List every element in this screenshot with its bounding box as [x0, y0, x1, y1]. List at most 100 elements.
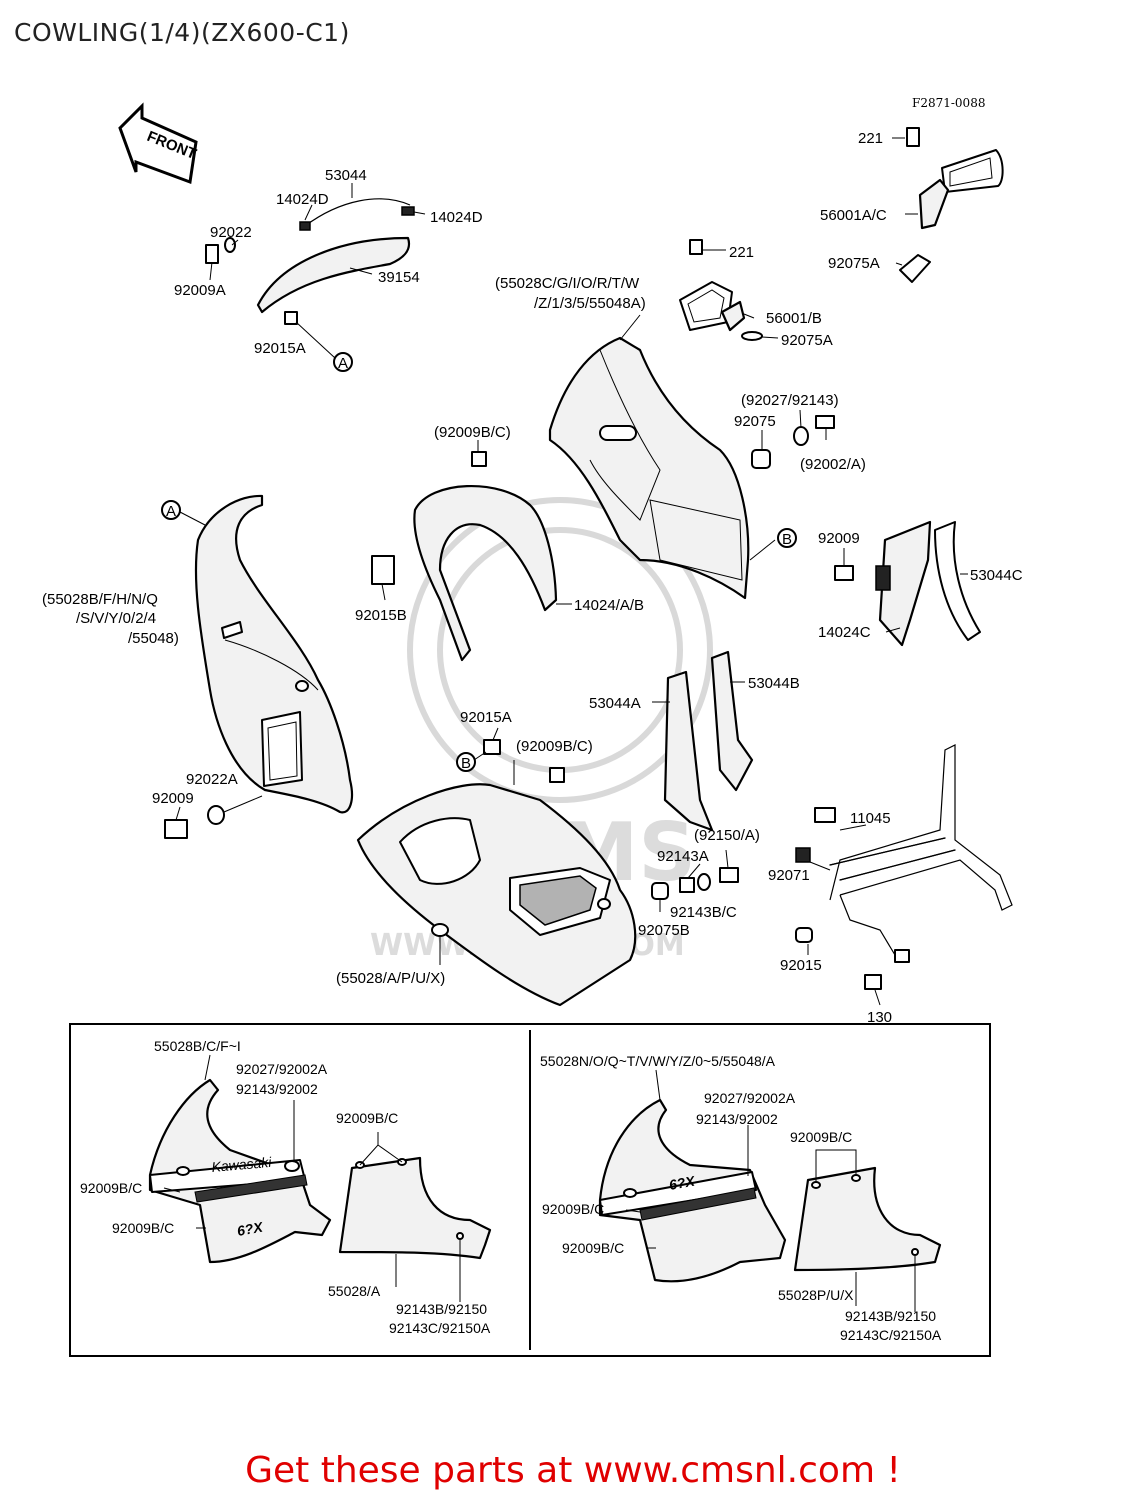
inset-right-l8: 92143C/92150A [840, 1327, 942, 1343]
side-cowl-left: A [161, 494, 354, 814]
bolt-icon [471, 451, 487, 467]
front-arrow-icon: FRONT [118, 102, 199, 185]
grommet-icon [751, 449, 771, 469]
label-92075a-mid: 92075A [781, 332, 833, 349]
label-11045: 11045 [850, 810, 891, 827]
label-92009bc-top: (92009B/C) [434, 424, 511, 441]
ref-circle-a2 [161, 500, 181, 520]
label-14024d-right: 14024D [430, 209, 483, 226]
inset-left-decal-brand: Kawasaki [211, 1154, 273, 1175]
mirror-stem [918, 178, 950, 230]
label-221a: 221 [858, 130, 883, 147]
inset-left-l4: 92009B/C [80, 1180, 142, 1196]
label-92015a-mid: 92015A [460, 709, 512, 726]
label-14024ab: 14024/A/B [574, 597, 644, 614]
label-53044a: 53044A [589, 695, 641, 712]
screw-icon [205, 244, 219, 264]
gasket-icon [741, 331, 763, 341]
label-92071: 92071 [768, 867, 810, 884]
bolt-icon [906, 127, 920, 147]
label-53044b: 53044B [748, 675, 800, 692]
label-55048: /55048) [128, 630, 179, 647]
clip-icon [401, 206, 415, 216]
label-92075a-top: 92075A [828, 255, 880, 272]
mirror-right-group [892, 127, 1004, 283]
ref-a2-label: A [166, 503, 176, 520]
inset-right-l1: 92027/92002A [704, 1090, 796, 1106]
bolt-icon [689, 239, 703, 255]
bolt-icon [679, 877, 695, 893]
bolt-icon [834, 565, 854, 581]
screw-icon [164, 819, 188, 839]
inset-left-l5: 92009B/C [112, 1220, 174, 1236]
bolt-icon [719, 867, 739, 883]
label-92015a-top: 92015A [254, 340, 306, 357]
page-title: COWLING(1/4)(ZX600-C1) [14, 18, 350, 47]
part-labels: 221 56001A/C 92075A 53044 14024D 14024D … [42, 130, 1023, 1026]
nut-icon [483, 739, 501, 755]
ref-circle-a [333, 352, 353, 372]
nut-92071 [795, 847, 811, 863]
inset-left-l3: 92009B/C [336, 1110, 398, 1126]
label-55028b-2: /S/V/Y/0/2/4 [76, 610, 156, 627]
promo-footer-link[interactable]: Get these parts at www.cmsnl.com ! [245, 1450, 901, 1491]
inset-left-l8: 92143C/92150A [389, 1320, 491, 1336]
clip-92015b [371, 555, 395, 585]
clip-icon [299, 221, 311, 231]
label-53044c: 53044C [970, 567, 1023, 584]
trim-53044 [304, 198, 411, 227]
label-92075: 92075 [734, 413, 776, 430]
label-92022a: 92022A [186, 771, 238, 788]
bolt-icon [549, 767, 565, 783]
variant-inset-box: Kawasaki 6?X 55028B/C/F~I 92027/92002A 9… [69, 1023, 991, 1357]
label-92022: 92022 [210, 224, 252, 241]
fastener-group-92143 [651, 849, 739, 912]
inset-right-l7: 92143B/92150 [845, 1308, 936, 1324]
upper-cowl-right: B [548, 314, 797, 600]
gasket-92075a [899, 254, 931, 283]
label-92015: 92015 [780, 957, 822, 974]
label-53044: 53044 [325, 167, 367, 184]
inset-right-l4: 92009B/C [542, 1201, 604, 1217]
inset-left-decal-model: 6?X [236, 1218, 266, 1239]
inset-right-header: 55028N/O/Q~T/V/W/Y/Z/0~5/55048/A [540, 1053, 776, 1069]
bolt-130 [864, 974, 882, 990]
fastener-group-92075 [751, 409, 835, 469]
ref-b-label: B [782, 531, 792, 548]
bolt-icon [815, 415, 835, 429]
cowl-slot [599, 425, 637, 441]
ref-circle-b [777, 528, 797, 548]
washer-icon [207, 805, 225, 825]
label-130: 130 [867, 1009, 892, 1026]
inset-left-drawing: Kawasaki 6?X [148, 1054, 492, 1302]
grommet-92015 [795, 927, 813, 943]
ref-circle-b2 [456, 752, 476, 772]
trim-53044c [834, 520, 981, 647]
trim-53044ab [652, 650, 754, 832]
label-92143bc: 92143B/C [670, 904, 737, 921]
mirror-left-group [679, 239, 779, 341]
washer-icon [224, 237, 236, 253]
mirror-56001ac [941, 149, 1004, 193]
windshield-39154 [256, 236, 411, 314]
label-92009-left: 92009 [152, 790, 194, 807]
windshield-group: A [205, 183, 426, 372]
inset-right-l5: 92009B/C [562, 1240, 624, 1256]
label-14024d-left: 14024D [276, 191, 329, 208]
label-14024c: 14024C [818, 624, 871, 641]
lower-cowl: B [356, 727, 637, 1007]
label-92009bc-mid: (92009B/C) [516, 738, 593, 755]
label-56001ac: 56001A/C [820, 207, 887, 224]
inset-left-l2: 92143/92002 [236, 1081, 318, 1097]
ref-b2-label: B [461, 755, 471, 772]
inset-left-header: 55028B/C/F~I [154, 1038, 241, 1054]
label-92150a: (92150/A) [694, 827, 760, 844]
inner-panel-14024ab [371, 440, 572, 662]
inset-left-l1: 92027/92002A [236, 1061, 328, 1077]
label-39154: 39154 [378, 269, 420, 286]
label-92015b: 92015B [355, 607, 407, 624]
figure-code: F2871-0088 [912, 96, 985, 110]
label-56001b: 56001/B [766, 310, 822, 327]
inset-left-l7: 92143B/92150 [396, 1301, 487, 1317]
